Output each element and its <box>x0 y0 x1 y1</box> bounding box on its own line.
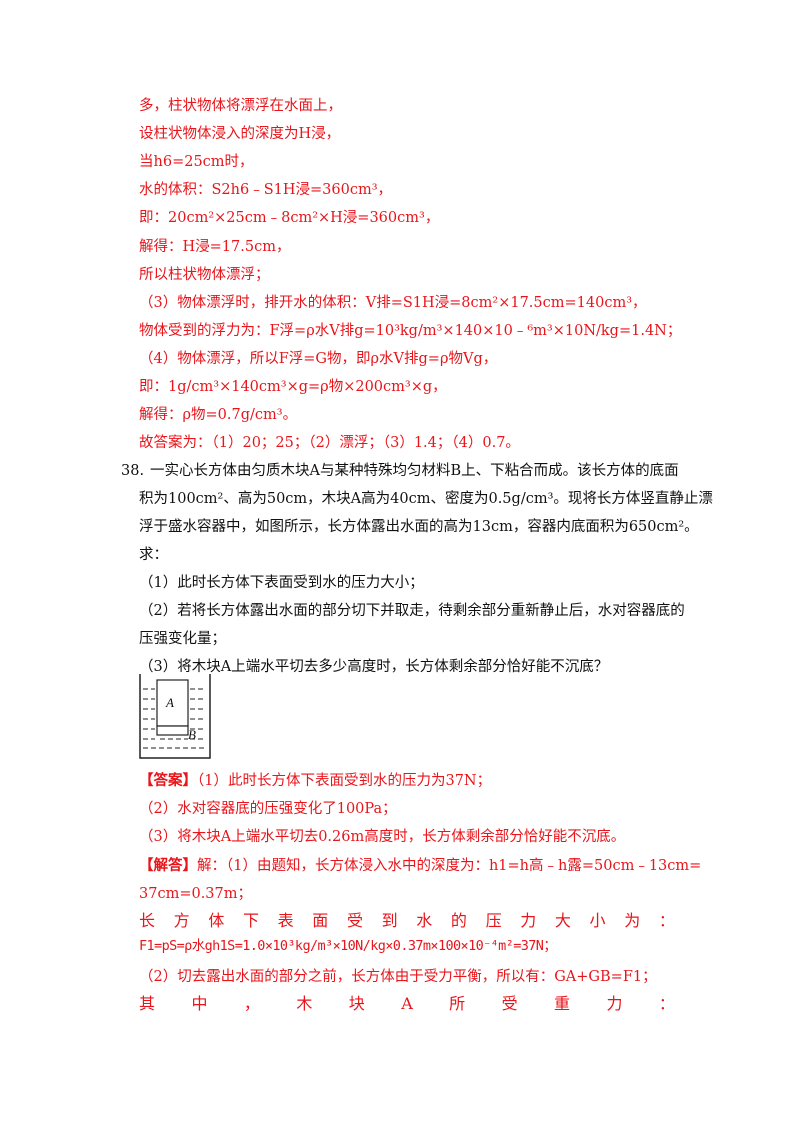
label-a: A <box>165 695 174 710</box>
spread-char: 大 <box>554 911 571 930</box>
question-part: （2）若将长方体露出水面的部分切下并取走，待剩余部分重新静止后，水对容器底的 <box>139 603 685 619</box>
spread-char: 其 <box>139 994 156 1013</box>
spread-char: 力 <box>606 994 623 1013</box>
spread-char: 体 <box>208 911 225 930</box>
spread-char: ： <box>658 911 675 930</box>
spread-char: ， <box>243 994 260 1013</box>
analysis-tag: 【解答】 <box>139 857 197 874</box>
spread-char: 长 <box>139 911 156 930</box>
solution-line: （3）物体漂浮时，排开水的体积：V排=S1H浸=8cm²×17.5cm=140c… <box>139 295 647 311</box>
solution-line: 物体受到的浮力为：F浮=ρ水V排g=10³kg/m³×140×10﹣⁶m³×10… <box>139 323 682 339</box>
spread-char: 到 <box>381 911 398 930</box>
spread-char: 力 <box>520 911 537 930</box>
solution-line: 解得：ρ物=0.7g/cm³。 <box>139 407 298 423</box>
spread-char: 方 <box>173 911 190 930</box>
solution-line: 即：20cm²×25cm﹣8cm²×H浸=360cm³， <box>139 210 440 226</box>
analysis-line: （2）切去露出水面的部分之前，长方体由于受力平衡，所以有：GA+GB=F1； <box>139 969 657 985</box>
spread-char: 木 <box>296 994 313 1013</box>
spread-char: 的 <box>450 911 467 930</box>
spread-char: 块 <box>348 994 365 1013</box>
solution-line: 当h6=25cm时， <box>139 154 254 170</box>
solution-line: （4）物体漂浮，所以F浮=G物，即ρ水V排g=ρ物Vg， <box>139 351 498 367</box>
answer-text: （1）此时长方体下表面受到水的压力为37N； <box>197 773 492 789</box>
block-a <box>156 679 189 727</box>
spread-char: 所 <box>449 994 466 1013</box>
question-part: （3）将木块A上端水平切去多少高度时，长方体剩余部分恰好能不沉底？ <box>139 659 609 675</box>
spread-char: 受 <box>501 994 518 1013</box>
question-part: 压强变化量； <box>139 631 226 647</box>
spread-char: 中 <box>191 994 208 1013</box>
question-stem-line: 求： <box>139 547 168 563</box>
block-b <box>156 725 189 736</box>
solution-line: 设柱状物体浸入的深度为H浸， <box>139 126 341 142</box>
pressure-formula: F1=pS=ρ水gh1S=1.0×10³kg/m³×10N/kg×0.37m×1… <box>139 938 557 954</box>
spread-char: 压 <box>485 911 502 930</box>
solution-line: 即：1g/cm³×140cm³×g=ρ物×200cm³×g， <box>139 379 447 395</box>
question-stem-line: 一实心长方体由匀质木块A与某种特殊均匀材料B上、下粘合而成。该长方体的底面 <box>150 463 679 479</box>
analysis-text: 解：（1）由题知，长方体浸入水中的深度为：h1=h高﹣h露=50cm﹣13cm= <box>197 858 702 874</box>
question-part: （1）此时长方体下表面受到水的压力大小； <box>139 575 424 591</box>
question-stem-line: 积为100cm²、高为50cm，木块A高为40cm、密度为0.5g/cm³。现将… <box>139 491 713 507</box>
spread-char: 水 <box>416 911 433 930</box>
answer-line: 【答案】（1）此时长方体下表面受到水的压力为37N； <box>139 771 491 791</box>
solution-line: 多，柱状物体将漂浮在水面上， <box>139 98 342 114</box>
analysis-line: 37cm=0.37m； <box>139 886 253 902</box>
analysis-line: 【解答】解：（1）由题知，长方体浸入水中的深度为：h1=h高﹣h露=50cm﹣1… <box>139 856 701 876</box>
spread-char: 为 <box>624 911 641 930</box>
question-stem-line: 浮于盛水容器中，如图所示，长方体露出水面的高为13cm，容器内底面积为650cm… <box>139 519 699 535</box>
label-b: B <box>188 727 196 742</box>
spread-char: 表 <box>277 911 294 930</box>
spread-char: A <box>401 994 413 1013</box>
water-surface <box>143 688 204 749</box>
final-answer-summary: 故答案为：（1）20；25；（2）漂浮；（3）1.4；（4）0.7。 <box>139 435 520 451</box>
solution-line: 水的体积：S2h6﹣S1H浸=360cm³， <box>139 182 393 198</box>
spread-char: 小 <box>589 911 606 930</box>
answer-line: （3）将木块A上端水平切去0.26m高度时，长方体剩余部分恰好能不沉底。 <box>139 829 626 845</box>
spread-char: 下 <box>242 911 259 930</box>
analysis-spread-line: 其 中 ， 木 块 A 所 受 重 力 ： <box>139 994 675 1014</box>
spread-char: ： <box>658 994 675 1013</box>
question-number: 38. <box>121 463 145 479</box>
container-figure: A B <box>139 674 211 759</box>
analysis-spread-line: 长方体下表面受到水的压力大小为 ： <box>139 911 675 931</box>
answer-tag: 【答案】 <box>139 772 197 789</box>
answer-line: （2）水对容器底的压强变化了100Pa； <box>139 801 397 817</box>
spread-char: 重 <box>554 994 571 1013</box>
solution-line: 解得：H浸=17.5cm， <box>139 239 291 255</box>
solution-line: 所以柱状物体漂浮； <box>139 267 270 283</box>
spread-char: 面 <box>312 911 329 930</box>
spread-char: 受 <box>346 911 363 930</box>
